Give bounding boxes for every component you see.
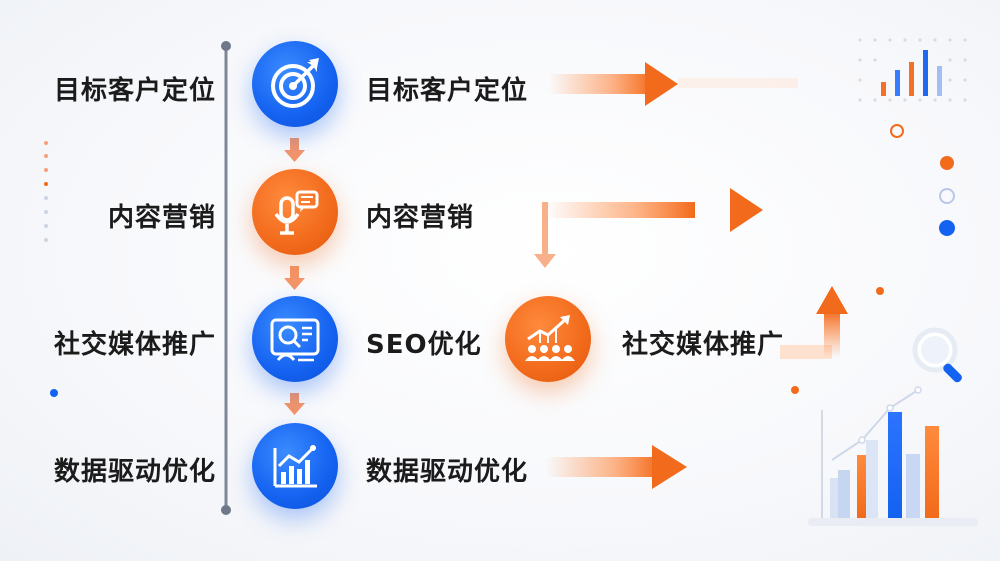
microphone-chat-icon [274, 190, 319, 235]
target-icon [271, 58, 319, 108]
decor-dot-column-left [44, 141, 48, 242]
decor-dot-orange [940, 156, 954, 170]
left-label-target-customer: 目标客户定位 [53, 76, 216, 106]
flow-arrow-up [780, 286, 848, 359]
right-label-seo: SEO优化 [366, 330, 482, 360]
decor-dot-blue [939, 220, 955, 236]
right-label-target-customer: 目标客户定位 [366, 76, 529, 106]
decor-dot-small-orange [876, 287, 884, 295]
left-label-social-media: 社交媒体推广 [53, 330, 216, 360]
decor-bar-chart [808, 386, 978, 526]
decor-ring-blue [939, 188, 955, 204]
seo-analysis-icon [270, 318, 320, 362]
branch-label-social-media: 社交媒体推广 [622, 330, 785, 360]
step-data-node [252, 423, 338, 509]
branch-connector [534, 188, 763, 268]
audience-growth-icon [525, 315, 575, 361]
decor-dot-small-blue [50, 389, 58, 397]
growth-chart-icon [273, 445, 317, 488]
timeline-start-dot [221, 41, 231, 51]
step-down-arrow [284, 138, 305, 415]
left-label-data-driven: 数据驱动优化 [53, 457, 216, 487]
step-target-node [252, 41, 338, 127]
decor-dot-small-orange [791, 386, 799, 394]
flow-arrow-right-4 [545, 445, 687, 489]
timeline-end-dot [221, 505, 231, 515]
left-label-content-marketing: 内容营销 [107, 203, 216, 233]
step-seo-node [252, 296, 338, 382]
decor-ring-orange [890, 124, 904, 138]
decor-mini-chart [881, 50, 942, 96]
decor-dot-grid [858, 38, 967, 102]
step-content-node [252, 169, 338, 255]
magnifier-icon [912, 327, 962, 383]
right-label-data-driven: 数据驱动优化 [366, 457, 529, 487]
right-label-content-marketing: 内容营销 [366, 203, 475, 233]
flow-arrow-right-1 [548, 62, 798, 106]
branch-audience-node [505, 296, 591, 382]
